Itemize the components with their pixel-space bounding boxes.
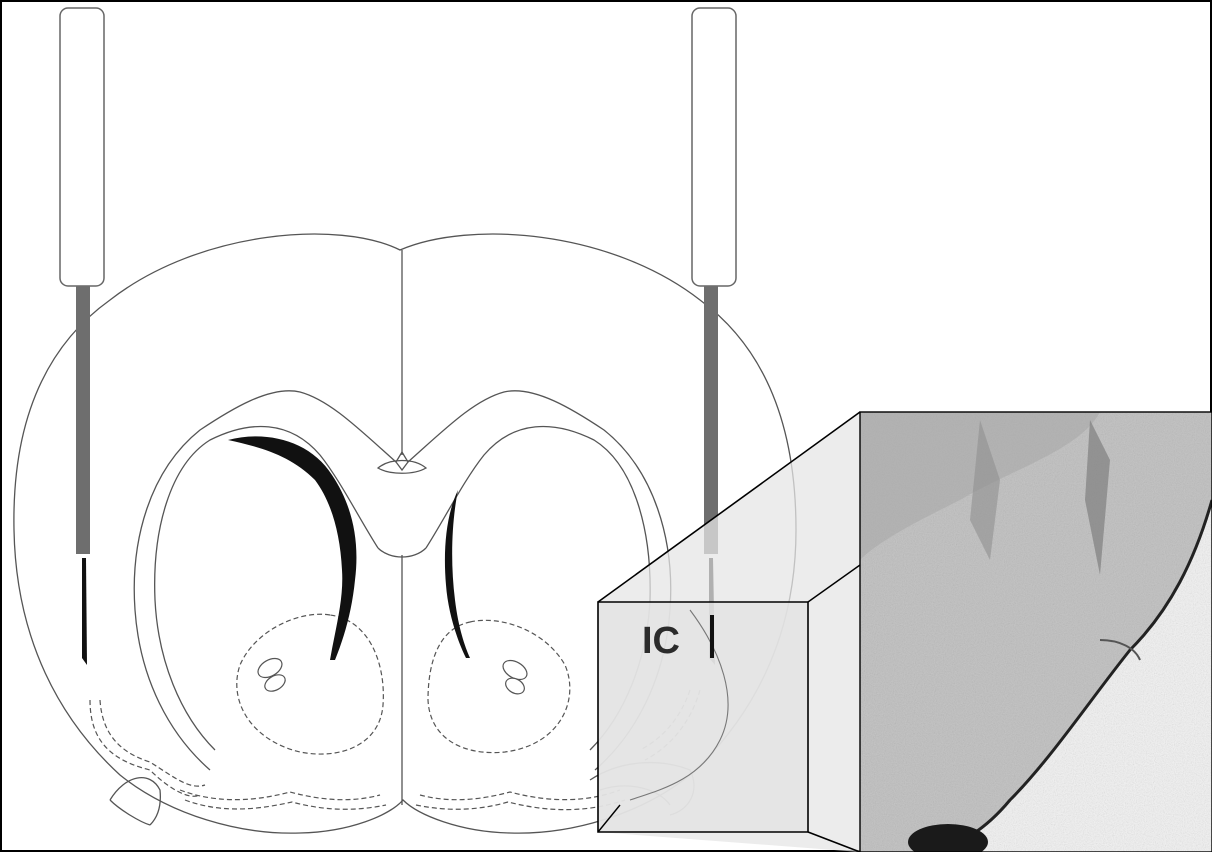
right-cannula-shaft: [704, 286, 718, 554]
left-cannula-guide-body: [60, 8, 104, 286]
histology-micrograph: [860, 412, 1212, 852]
right-cannula-guide-body: [692, 8, 736, 286]
left-cannula-shaft: [76, 286, 90, 554]
region-label-ic: IC: [642, 622, 680, 660]
